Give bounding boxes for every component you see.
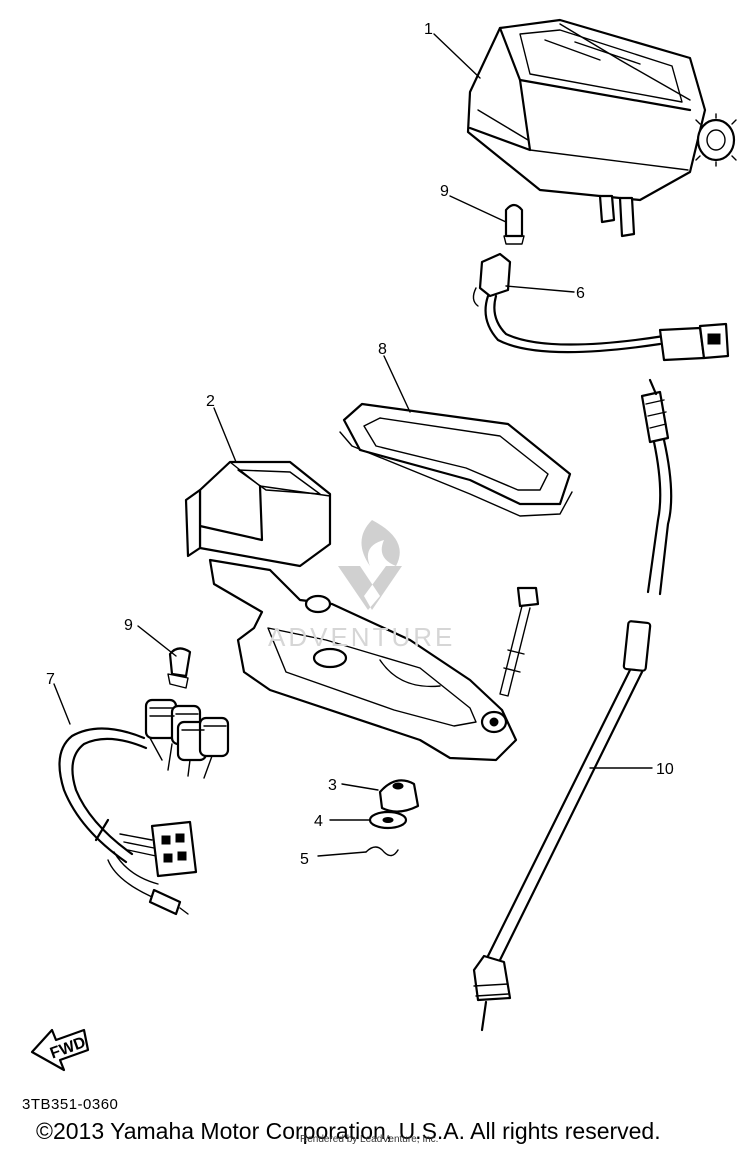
callout-7: 7 xyxy=(46,671,55,688)
part-5-clip[interactable] xyxy=(365,846,399,857)
part-6-socket-cord[interactable] xyxy=(472,252,730,362)
part-8-gasket[interactable] xyxy=(339,402,573,517)
part-3-grommet[interactable] xyxy=(378,779,420,813)
part-10-speedometer-cable[interactable] xyxy=(472,378,673,1032)
callout-9a: 9 xyxy=(440,183,449,200)
part-1-meter-housing[interactable] xyxy=(466,18,737,238)
callout-3: 3 xyxy=(328,777,337,794)
watermark-logo xyxy=(338,520,402,610)
part-9-bulb-lower[interactable] xyxy=(167,647,192,689)
callout-8: 8 xyxy=(378,341,387,358)
copyright-notice: ©2013 Yamaha Motor Corporation, U.S.A. A… xyxy=(36,1118,661,1144)
fwd-arrow: FWD xyxy=(30,1028,90,1072)
bolt[interactable] xyxy=(499,586,540,697)
part-7-wire-harness[interactable] xyxy=(58,698,230,916)
callout-5: 5 xyxy=(300,851,309,868)
callout-4: 4 xyxy=(314,813,323,830)
part-9-bulb-upper[interactable] xyxy=(503,203,525,245)
part-4-washer[interactable] xyxy=(368,810,408,830)
callout-6: 6 xyxy=(576,285,585,302)
rendered-by-note: Rendered by LeadVenture, Inc. xyxy=(300,1134,439,1145)
part-2-meter-unit[interactable] xyxy=(184,460,518,762)
callout-10: 10 xyxy=(656,761,674,778)
leader-lines xyxy=(53,33,653,857)
callout-2: 2 xyxy=(206,393,215,410)
callout-1: 1 xyxy=(424,21,433,38)
watermark-text: ADVENTURE xyxy=(268,622,456,652)
callout-9b: 9 xyxy=(124,617,133,634)
diagram-code: 3TB351-0360 xyxy=(22,1096,119,1113)
